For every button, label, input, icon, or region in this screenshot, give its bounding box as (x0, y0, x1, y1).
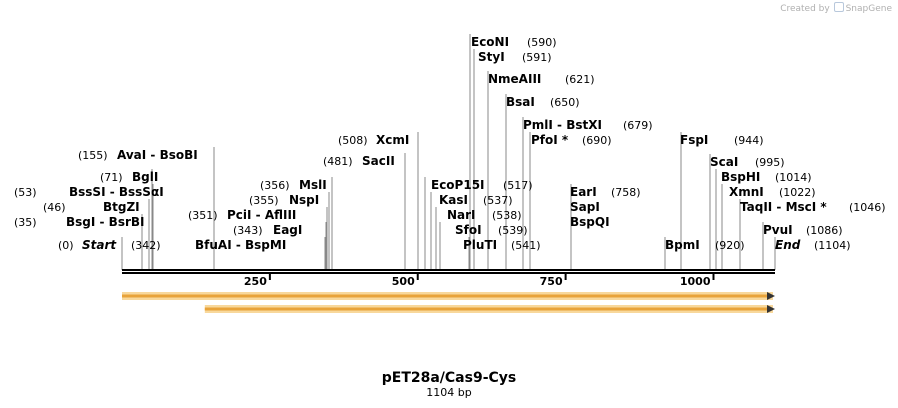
site-name[interactable]: EagI (273, 223, 302, 237)
site-name[interactable]: XcmI (376, 133, 409, 147)
ruler-tick-label: 250 (244, 275, 267, 288)
site-labels: (0) Start (35) BsgI - BsrBI(46) BtgZI (53) Bss… (14, 35, 886, 252)
site-name[interactable]: EcoP15I (431, 178, 485, 192)
site-position: (355) (249, 194, 279, 207)
site-name[interactable]: PvuI (763, 223, 793, 237)
site-position: (46) (43, 201, 66, 214)
site-position: (342) (131, 239, 161, 252)
site-name[interactable]: BspQI (570, 215, 610, 229)
site-name[interactable]: FspI (680, 133, 708, 147)
site-name[interactable]: BpmI (665, 238, 700, 252)
site-name[interactable]: ScaI (710, 155, 738, 169)
map-title: pET28a/Cas9-Cys (382, 370, 517, 386)
site-position: (1014) (775, 171, 812, 184)
site-position: (539) (498, 224, 528, 237)
site-name[interactable]: NmeAIII (488, 72, 541, 86)
site-position: (621) (565, 73, 595, 86)
site-name[interactable]: SacII (362, 154, 395, 168)
ruler-tick-label: 1000 (680, 275, 711, 288)
site-name[interactable]: PciI - AflIII (227, 208, 296, 222)
site-position: (650) (550, 96, 580, 109)
site-position: (590) (527, 36, 557, 49)
site-name[interactable]: NarI (447, 208, 476, 222)
site-name[interactable]: End (775, 238, 801, 252)
site-position: (690) (582, 134, 612, 147)
site-name[interactable]: BfuAI - BspMI (195, 238, 286, 252)
feature-arrowhead (767, 292, 775, 300)
site-position: (517) (503, 179, 533, 192)
site-position: (944) (734, 134, 764, 147)
site-name[interactable]: MslI (299, 178, 327, 192)
site-name[interactable]: KasI (439, 193, 468, 207)
site-position: (541) (511, 239, 541, 252)
site-name[interactable]: NspI (289, 193, 319, 207)
snapgene-credit: Created by SnapGene (780, 2, 892, 14)
site-position: (343) (233, 224, 263, 237)
site-name[interactable]: BssSI - BssSαI (69, 185, 164, 199)
feature-arrows (122, 292, 775, 313)
site-name[interactable]: AvaI - BsoBI (117, 148, 198, 162)
site-name[interactable]: TaqII - MscI * (740, 200, 827, 214)
site-position: (758) (611, 186, 641, 199)
site-name[interactable]: SapI (570, 200, 600, 214)
site-position: (71) (100, 171, 123, 184)
site-position: (1022) (779, 186, 816, 199)
feature-arrowhead (767, 305, 775, 313)
site-position: (356) (260, 179, 290, 192)
site-position: (1086) (806, 224, 843, 237)
ruler-tick-label: 750 (540, 275, 563, 288)
snapgene-logo-icon (833, 2, 844, 12)
site-name[interactable]: EcoNI (471, 35, 509, 49)
site-position: (351) (188, 209, 218, 222)
site-position: (481) (323, 155, 353, 168)
site-name[interactable]: BglI (132, 170, 158, 184)
site-position: (591) (522, 51, 552, 64)
ruler-tick-label: 500 (392, 275, 415, 288)
site-name[interactable]: PmlI - BstXI (523, 118, 602, 132)
site-position: (537) (483, 194, 513, 207)
site-position: (538) (492, 209, 522, 222)
site-position: (920) (715, 239, 745, 252)
site-name[interactable]: BsaI (506, 95, 535, 109)
site-name[interactable]: SfoI (455, 223, 482, 237)
site-position: (1046) (849, 201, 886, 214)
map-length: 1104 bp (426, 386, 471, 399)
site-name[interactable]: StyI (478, 50, 505, 64)
credit-prefix: Created by (780, 4, 830, 14)
site-position: (679) (623, 119, 653, 132)
site-name[interactable]: Start (82, 238, 117, 252)
site-name[interactable]: EarI (570, 185, 597, 199)
site-position: (995) (755, 156, 785, 169)
ruler-ticks: 250 500 750 1000 (244, 273, 715, 288)
site-lines (121, 34, 776, 270)
site-name[interactable]: XmnI (729, 185, 764, 199)
credit-brand: SnapGene (845, 4, 892, 14)
site-position: (1104) (814, 239, 851, 252)
site-name[interactable]: BsgI - BsrBI (66, 215, 145, 229)
site-name[interactable]: PfoI * (531, 133, 569, 147)
site-position: (35) (14, 216, 37, 229)
backbone (122, 269, 775, 274)
site-position: (155) (78, 149, 108, 162)
site-name[interactable]: BtgZI (103, 200, 140, 214)
site-name[interactable]: PluTI (463, 238, 497, 252)
site-position: (53) (14, 186, 37, 199)
site-position: (508) (338, 134, 368, 147)
site-name[interactable]: BspHI (721, 170, 760, 184)
site-position: (0) (58, 239, 74, 252)
